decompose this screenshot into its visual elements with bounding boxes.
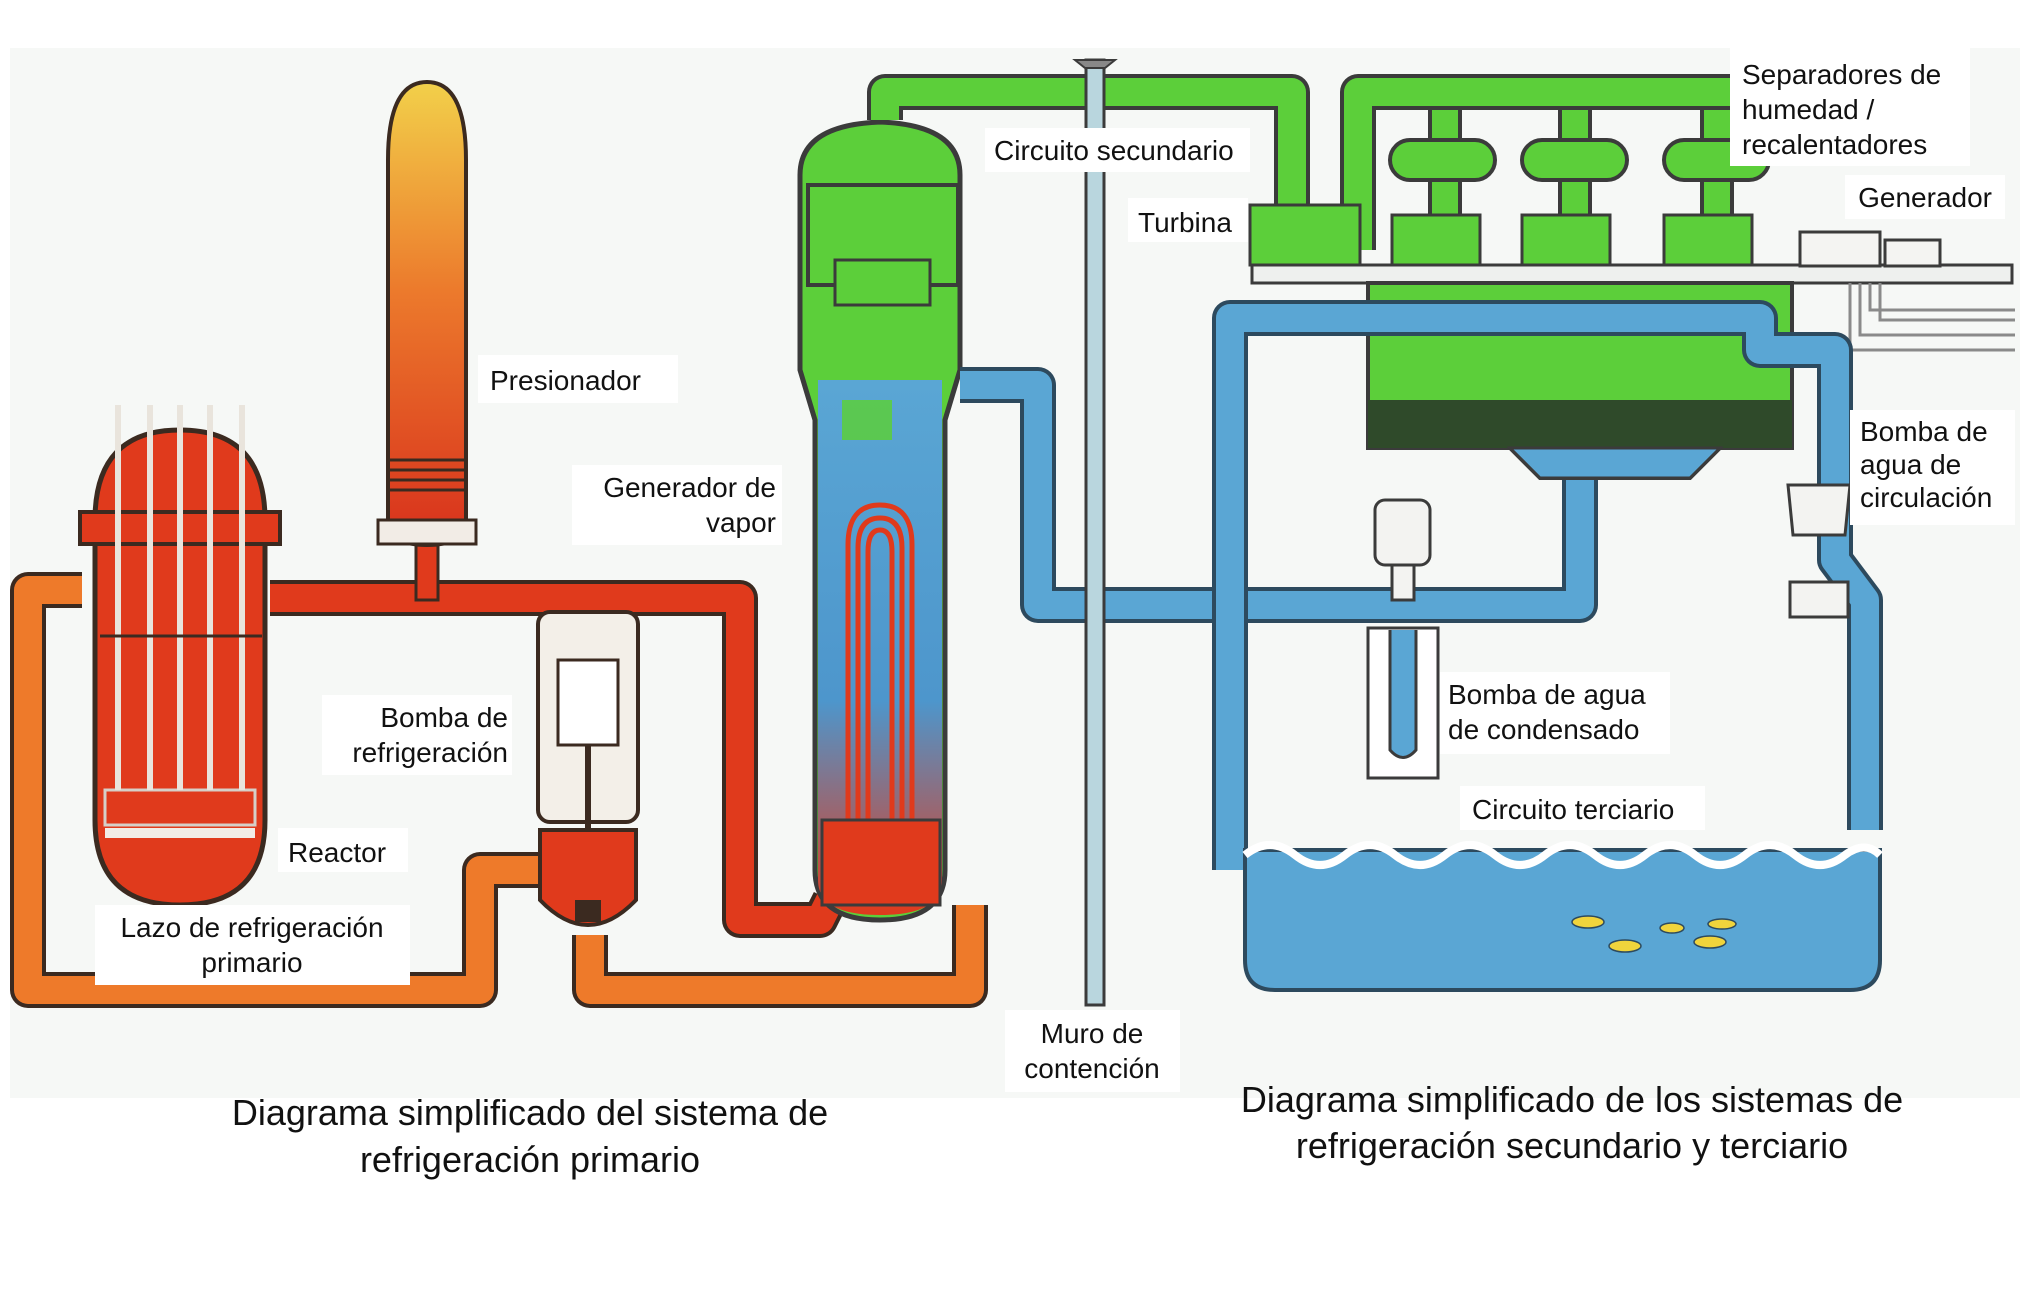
primary-loop (10, 538, 988, 1008)
label-presionador: Presionador (490, 365, 641, 396)
label-bomba-refrig-1: Bomba de (380, 702, 508, 733)
caption-left-line2: refrigeración primario (360, 1139, 700, 1180)
label-bomba-refrig-2: refrigeración (352, 737, 508, 768)
caption-right-line2: refrigeración secundario y terciario (1296, 1125, 1848, 1166)
label-muro-2: contención (1024, 1053, 1159, 1084)
label-generador: Generador (1858, 182, 1992, 213)
turbine (1248, 203, 2014, 285)
tertiary-loop (1212, 300, 1883, 870)
label-bomba-circ-1: Bomba de (1860, 416, 1988, 447)
label-circuito-terciario: Circuito terciario (1472, 794, 1674, 825)
label-lazo-2: primario (201, 947, 302, 978)
captions: Diagrama simplificado del sistema de ref… (232, 1079, 1903, 1180)
label-separadores-1: Separadores de (1742, 59, 1941, 90)
pressurizer (376, 79, 478, 548)
label-generador-vapor-2: vapor (706, 507, 776, 538)
label-turbina: Turbina (1138, 207, 1232, 238)
label-bomba-cond-2: de condensado (1448, 714, 1640, 745)
label-generador-vapor-1: Generador de (603, 472, 776, 503)
moisture-separators (1388, 74, 1771, 237)
reactor-vessel (78, 405, 282, 908)
caption-left-line1: Diagrama simplificado del sistema de (232, 1092, 828, 1133)
label-muro-1: Muro de (1041, 1018, 1144, 1049)
label-circuito-secundario: Circuito secundario (994, 135, 1234, 166)
label-separadores-2: humedad / (1742, 94, 1875, 125)
labels: Presionador Generador de vapor Bomba de … (95, 48, 2015, 1092)
label-bomba-cond-1: Bomba de agua (1448, 679, 1646, 710)
circulating-water-pump (1786, 483, 1852, 619)
containment-wall (1072, 58, 1118, 1007)
label-separadores-3: recalentadores (1742, 129, 1927, 160)
caption-right-line1: Diagrama simplificado de los sistemas de (1241, 1079, 1903, 1120)
reactor-coolant-pump (536, 610, 640, 927)
label-lazo-1: Lazo de refrigeración (120, 912, 383, 943)
electric-generator (1798, 230, 2015, 352)
steam-generator (797, 119, 963, 923)
fish-icon (1571, 915, 1737, 953)
label-bomba-circ-2: agua de (1860, 449, 1961, 480)
cooling-water-basin (1242, 841, 1883, 992)
condensate-pump (1366, 498, 1440, 780)
label-bomba-circ-3: circulación (1860, 482, 1992, 513)
label-reactor: Reactor (288, 837, 386, 868)
